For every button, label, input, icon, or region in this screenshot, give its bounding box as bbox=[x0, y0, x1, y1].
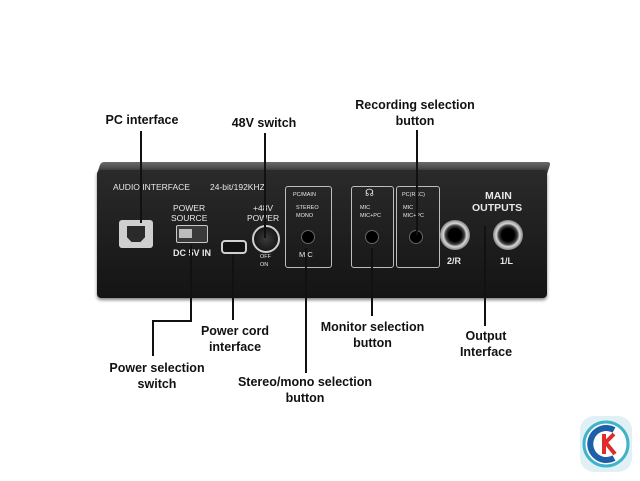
stereo-mono-callout: Stereo/mono selection button bbox=[225, 374, 385, 406]
output-left-label: 1/L bbox=[500, 256, 513, 266]
pc-interface-callout: PC interface bbox=[97, 112, 187, 128]
stereo-label: STEREO bbox=[296, 205, 319, 211]
recording-selection-callout: Recording selection button bbox=[340, 97, 490, 129]
pc-main-label: PC/MAIN bbox=[293, 192, 316, 198]
output-jack-left[interactable] bbox=[493, 220, 523, 250]
panel-header: AUDIO INTERFACE bbox=[113, 182, 190, 192]
power-source-label-1: POWER bbox=[173, 203, 205, 213]
power-cord-port bbox=[221, 240, 247, 254]
recording-group bbox=[396, 186, 440, 268]
power-selection-callout: Power selection switch bbox=[97, 360, 217, 392]
monitor-mic-pc-label: MIC+PC bbox=[360, 213, 381, 219]
mono-label: MONO bbox=[296, 213, 313, 219]
output-right-label: 2/R bbox=[447, 256, 461, 266]
power-sel-leader-v2 bbox=[152, 320, 154, 356]
interface-back-panel: AUDIO INTERFACE 24-bit/192KHZ POWER SOUR… bbox=[97, 170, 547, 298]
headphone-icon: ☊ bbox=[365, 188, 374, 199]
monitor-selection-button[interactable] bbox=[365, 230, 379, 244]
monitor-mic-label: MIC bbox=[360, 205, 370, 211]
off-label: OFF bbox=[260, 254, 271, 260]
output-leader bbox=[484, 226, 486, 326]
phantom-switch-callout: 48V switch bbox=[214, 115, 314, 131]
output-interface-callout: Output Interface bbox=[446, 328, 526, 360]
rec-mic-label: MIC bbox=[403, 205, 413, 211]
monitor-leader bbox=[371, 248, 373, 316]
dc-in-label: DC 5V IN bbox=[173, 248, 211, 258]
power-sel-leader-h bbox=[152, 320, 192, 322]
phantom-switch-leader bbox=[264, 133, 266, 238]
stereo-mono-button[interactable] bbox=[301, 230, 315, 244]
power-selection-switch[interactable] bbox=[176, 225, 208, 243]
recording-leader bbox=[416, 130, 418, 235]
main-outputs-label-2: OUTPUTS bbox=[472, 202, 522, 214]
main-outputs-label-1: MAIN bbox=[485, 190, 512, 202]
power-source-label-2: SOURCE bbox=[171, 213, 207, 223]
pc-interface-leader bbox=[140, 131, 142, 223]
power-cord-callout: Power cord interface bbox=[185, 323, 285, 355]
rec-mic-pc-label: MIC+PC bbox=[403, 213, 424, 219]
panel-spec: 24-bit/192KHZ bbox=[210, 182, 265, 192]
stereo-leader bbox=[305, 248, 307, 373]
power-cord-leader bbox=[232, 255, 234, 320]
brand-badge-logo bbox=[578, 410, 634, 476]
on-label: ON bbox=[260, 262, 268, 268]
output-jack-right[interactable] bbox=[440, 220, 470, 250]
usb-b-port bbox=[119, 220, 153, 248]
phantom-power-switch[interactable] bbox=[252, 225, 280, 253]
monitor-selection-callout: Monitor selection button bbox=[310, 319, 435, 351]
power-sel-leader-v bbox=[190, 245, 192, 321]
pc-rec-label: PC(REC) bbox=[402, 192, 425, 198]
